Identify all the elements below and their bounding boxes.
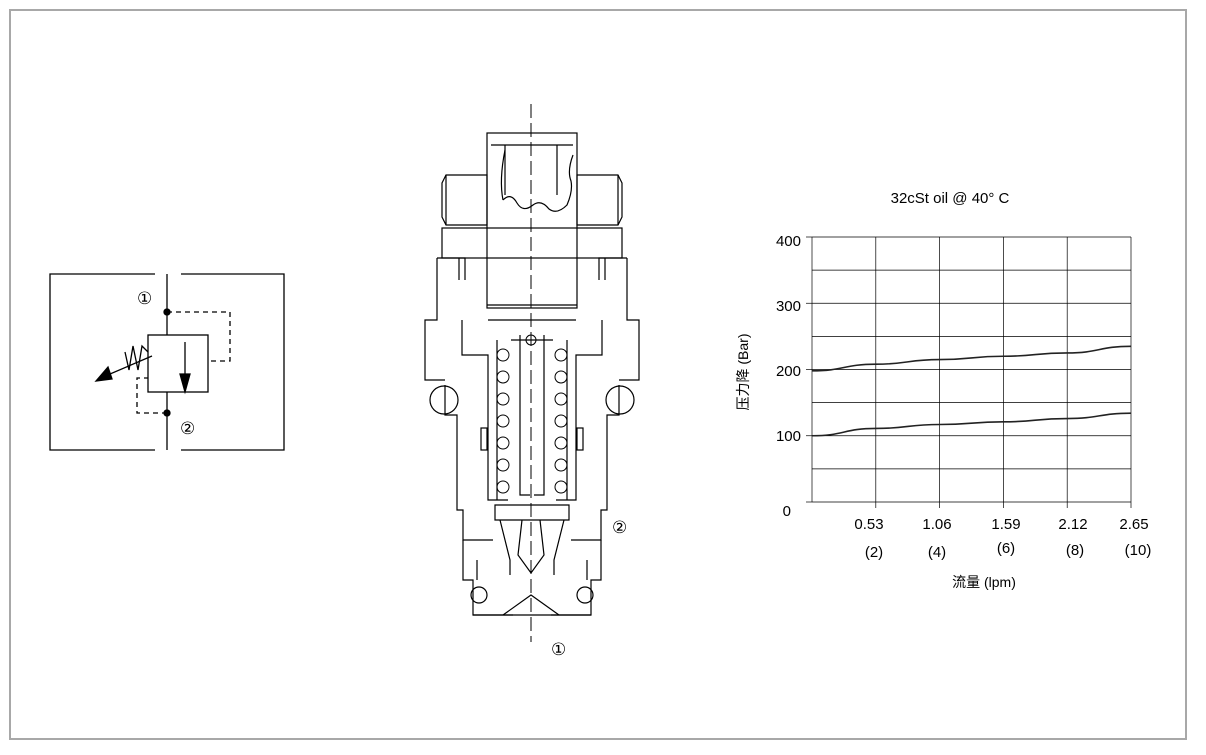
y-tick-200: 200: [776, 363, 801, 380]
section-port-1-label: ①: [551, 640, 566, 659]
x-tick-2-lpm: (2): [865, 544, 883, 561]
series-line-2: [811, 412, 1132, 437]
chart-series: [811, 345, 1132, 437]
chart-y-axis-label: 压力降 (Bar): [735, 334, 751, 411]
pressure-flow-chart: 32cSt oil @ 40° C 压力降 (Bar) 0 100 200 30…: [735, 190, 1151, 590]
x-tick-2-65: 2.65: [1119, 516, 1148, 533]
chart-x-axis-label: 流量 (lpm): [952, 574, 1016, 590]
x-tick-1-59: 1.59: [991, 516, 1020, 533]
x-tick-1-06: 1.06: [922, 516, 951, 533]
section-port-2-label: ②: [612, 518, 627, 537]
x-tick-8-lpm: (8): [1066, 542, 1084, 559]
x-tick-2-12: 2.12: [1058, 516, 1087, 533]
x-tick-4-lpm: (4): [928, 544, 946, 561]
y-tick-0: 0: [783, 503, 791, 520]
y-tick-400: 400: [776, 233, 801, 250]
y-tick-300: 300: [776, 298, 801, 315]
symbol-port-2-label: ②: [180, 419, 195, 438]
symbol-port-1-label: ①: [137, 289, 152, 308]
x-tick-10-lpm: (10): [1125, 542, 1152, 559]
chart-grid: [806, 236, 1132, 508]
hydraulic-symbol: [49, 273, 285, 451]
y-tick-100: 100: [776, 428, 801, 445]
x-tick-0-53: 0.53: [854, 516, 883, 533]
chart-title: 32cSt oil @ 40° C: [891, 190, 1010, 207]
figure-frame: [9, 9, 1187, 740]
valve-cross-section: [424, 104, 640, 642]
x-tick-6-lpm: (6): [997, 540, 1015, 557]
series-line-1: [811, 345, 1132, 372]
